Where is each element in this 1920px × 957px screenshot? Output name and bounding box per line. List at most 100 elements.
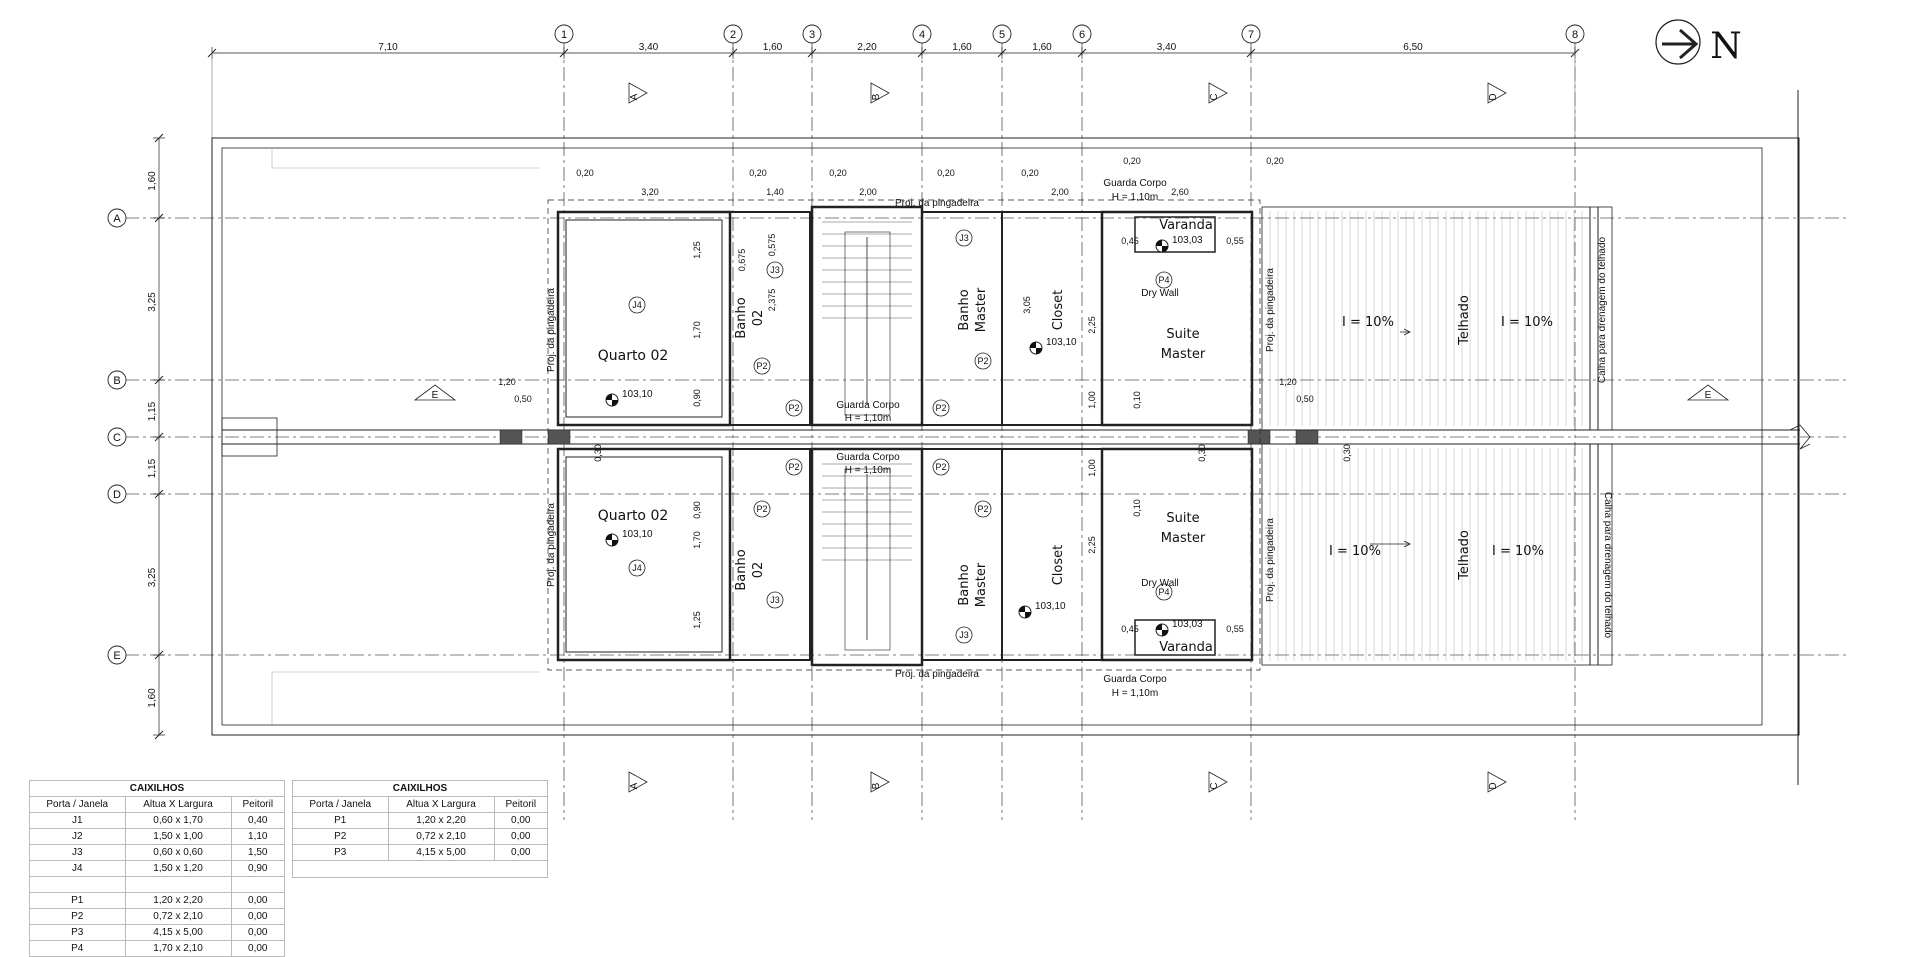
door-window-tag bbox=[766, 261, 784, 279]
room-label-closet: Closet bbox=[1051, 545, 1066, 586]
small-dimension-text: 1,40 bbox=[766, 187, 784, 197]
dimension-text: 1,60 bbox=[1032, 42, 1052, 53]
small-dimension-text: 0,20 bbox=[749, 168, 767, 178]
table-cell: P3 bbox=[29, 924, 126, 941]
section-marker-label: E bbox=[432, 390, 439, 401]
grid-column-bubble bbox=[1241, 24, 1261, 44]
section-marker-icon bbox=[1686, 384, 1730, 401]
small-dimension-text: 2,60 bbox=[1171, 187, 1189, 197]
room-label-varanda: Varanda bbox=[1159, 640, 1213, 655]
note-pingadeira: Proj. da pingadeira bbox=[895, 669, 979, 680]
table-cell: P1 bbox=[292, 812, 389, 829]
section-marker-icon bbox=[628, 771, 648, 793]
small-dimension-text: 0,575 bbox=[767, 234, 777, 257]
dimension-text: 3,40 bbox=[1157, 42, 1177, 53]
table-cell bbox=[124, 876, 232, 893]
dimension-text: 1,60 bbox=[147, 688, 158, 708]
door-window-tag bbox=[766, 591, 784, 609]
dimension-text: 1,60 bbox=[763, 42, 783, 53]
door-window-tag bbox=[1155, 271, 1173, 289]
dimension-text: 3,40 bbox=[639, 42, 659, 53]
note-guarda-corpo: Guarda Corpo bbox=[1103, 178, 1167, 189]
dimension-tick bbox=[1077, 48, 1087, 58]
room-label-banho-master: Master bbox=[974, 562, 989, 607]
door-window-tag bbox=[628, 296, 646, 314]
level-value: 103,03 bbox=[1172, 235, 1203, 246]
dimension-text: 1,60 bbox=[147, 171, 158, 191]
grid-row-bubble bbox=[107, 370, 127, 390]
door-window-tag-label: P2 bbox=[935, 462, 946, 472]
door-window-tag-label: J3 bbox=[770, 265, 780, 275]
dimension-text: 2,20 bbox=[857, 42, 877, 53]
table-cell: 1,50 bbox=[230, 844, 286, 861]
room-label-suite: Suite bbox=[1166, 327, 1199, 342]
table-title: CAIXILHOS bbox=[292, 780, 548, 797]
column-block bbox=[1295, 429, 1319, 445]
wall-quarto-inner bbox=[565, 456, 723, 653]
small-dimension-text: 0,50 bbox=[1296, 394, 1314, 404]
dimension-text: 7,10 bbox=[378, 42, 398, 53]
door-window-tag-label: P2 bbox=[788, 403, 799, 413]
dimension-text: 3,25 bbox=[147, 292, 158, 312]
table-row bbox=[29, 876, 286, 893]
table-cell: 0,90 bbox=[230, 860, 286, 877]
table-cell: 4,15 x 5,00 bbox=[124, 924, 232, 941]
col-header: Porta / Janela bbox=[292, 796, 389, 813]
dimension-text: 3,25 bbox=[147, 567, 158, 587]
small-dimension-text: 2,25 bbox=[1087, 536, 1097, 554]
room-label-banho02: 02 bbox=[751, 310, 766, 327]
door-window-tag-label: P4 bbox=[1158, 275, 1169, 285]
section-marker-icon bbox=[870, 771, 890, 793]
table-cell: P1 bbox=[29, 892, 126, 909]
section-marker-icon bbox=[413, 384, 457, 401]
table-blank-row bbox=[292, 860, 548, 878]
small-dimension-text: 0,55 bbox=[1226, 236, 1244, 246]
section-marker-label: D bbox=[1488, 93, 1499, 100]
table-cell: J1 bbox=[29, 812, 126, 829]
door-window-tag bbox=[1155, 583, 1173, 601]
door-window-tag-label: P2 bbox=[788, 462, 799, 472]
section-marker-label: B bbox=[871, 782, 882, 789]
wall-varanda bbox=[1134, 216, 1216, 253]
level-value: 103,10 bbox=[1035, 601, 1066, 612]
dimension-tick bbox=[154, 133, 164, 143]
small-dimension-text: 0,30 bbox=[1197, 444, 1207, 462]
note-dry-wall: Dry Wall bbox=[1141, 578, 1178, 589]
small-dimension-text: 2,375 bbox=[767, 289, 777, 312]
door-window-tag-label: P2 bbox=[935, 403, 946, 413]
grid-column-label: 2 bbox=[730, 29, 736, 41]
lot-boundary bbox=[211, 137, 1800, 736]
door-window-tag-label: P4 bbox=[1158, 587, 1169, 597]
grid-row-label: E bbox=[113, 650, 120, 662]
small-dimension-text: 3,20 bbox=[641, 187, 659, 197]
note-pingadeira: Proj. da pingadeira bbox=[895, 198, 979, 209]
grid-column-bubble bbox=[1072, 24, 1092, 44]
small-dimension-text: 0,10 bbox=[1132, 391, 1142, 409]
small-dimension-text: 1,20 bbox=[1279, 377, 1297, 387]
grid-column-label: 1 bbox=[561, 29, 567, 41]
lot-inner-boundary bbox=[221, 147, 1763, 726]
grid-column-bubble bbox=[723, 24, 743, 44]
grid-column-bubble bbox=[802, 24, 822, 44]
table-cell: J2 bbox=[29, 828, 126, 845]
room-label-banho-master: Banho bbox=[957, 564, 972, 605]
table-cell: P4 bbox=[29, 940, 126, 957]
note-guarda-height: H = 1,10m bbox=[1112, 192, 1158, 203]
slope-label: I = 10% bbox=[1329, 544, 1381, 559]
level-value: 103,10 bbox=[622, 529, 653, 540]
small-dimension-text: 1,00 bbox=[1087, 391, 1097, 409]
table-cell: 1,10 bbox=[230, 828, 286, 845]
small-dimension-text: 0,30 bbox=[1342, 444, 1352, 462]
room-label-quarto: Quarto 02 bbox=[598, 508, 669, 524]
north-arrow-icon bbox=[1655, 19, 1701, 65]
door-window-tag bbox=[974, 500, 992, 518]
col-header: Peitoril bbox=[230, 796, 286, 813]
room-label-suite: Master bbox=[1161, 347, 1206, 362]
dimension-tick bbox=[154, 650, 164, 660]
table-cell: 0,00 bbox=[230, 924, 286, 941]
